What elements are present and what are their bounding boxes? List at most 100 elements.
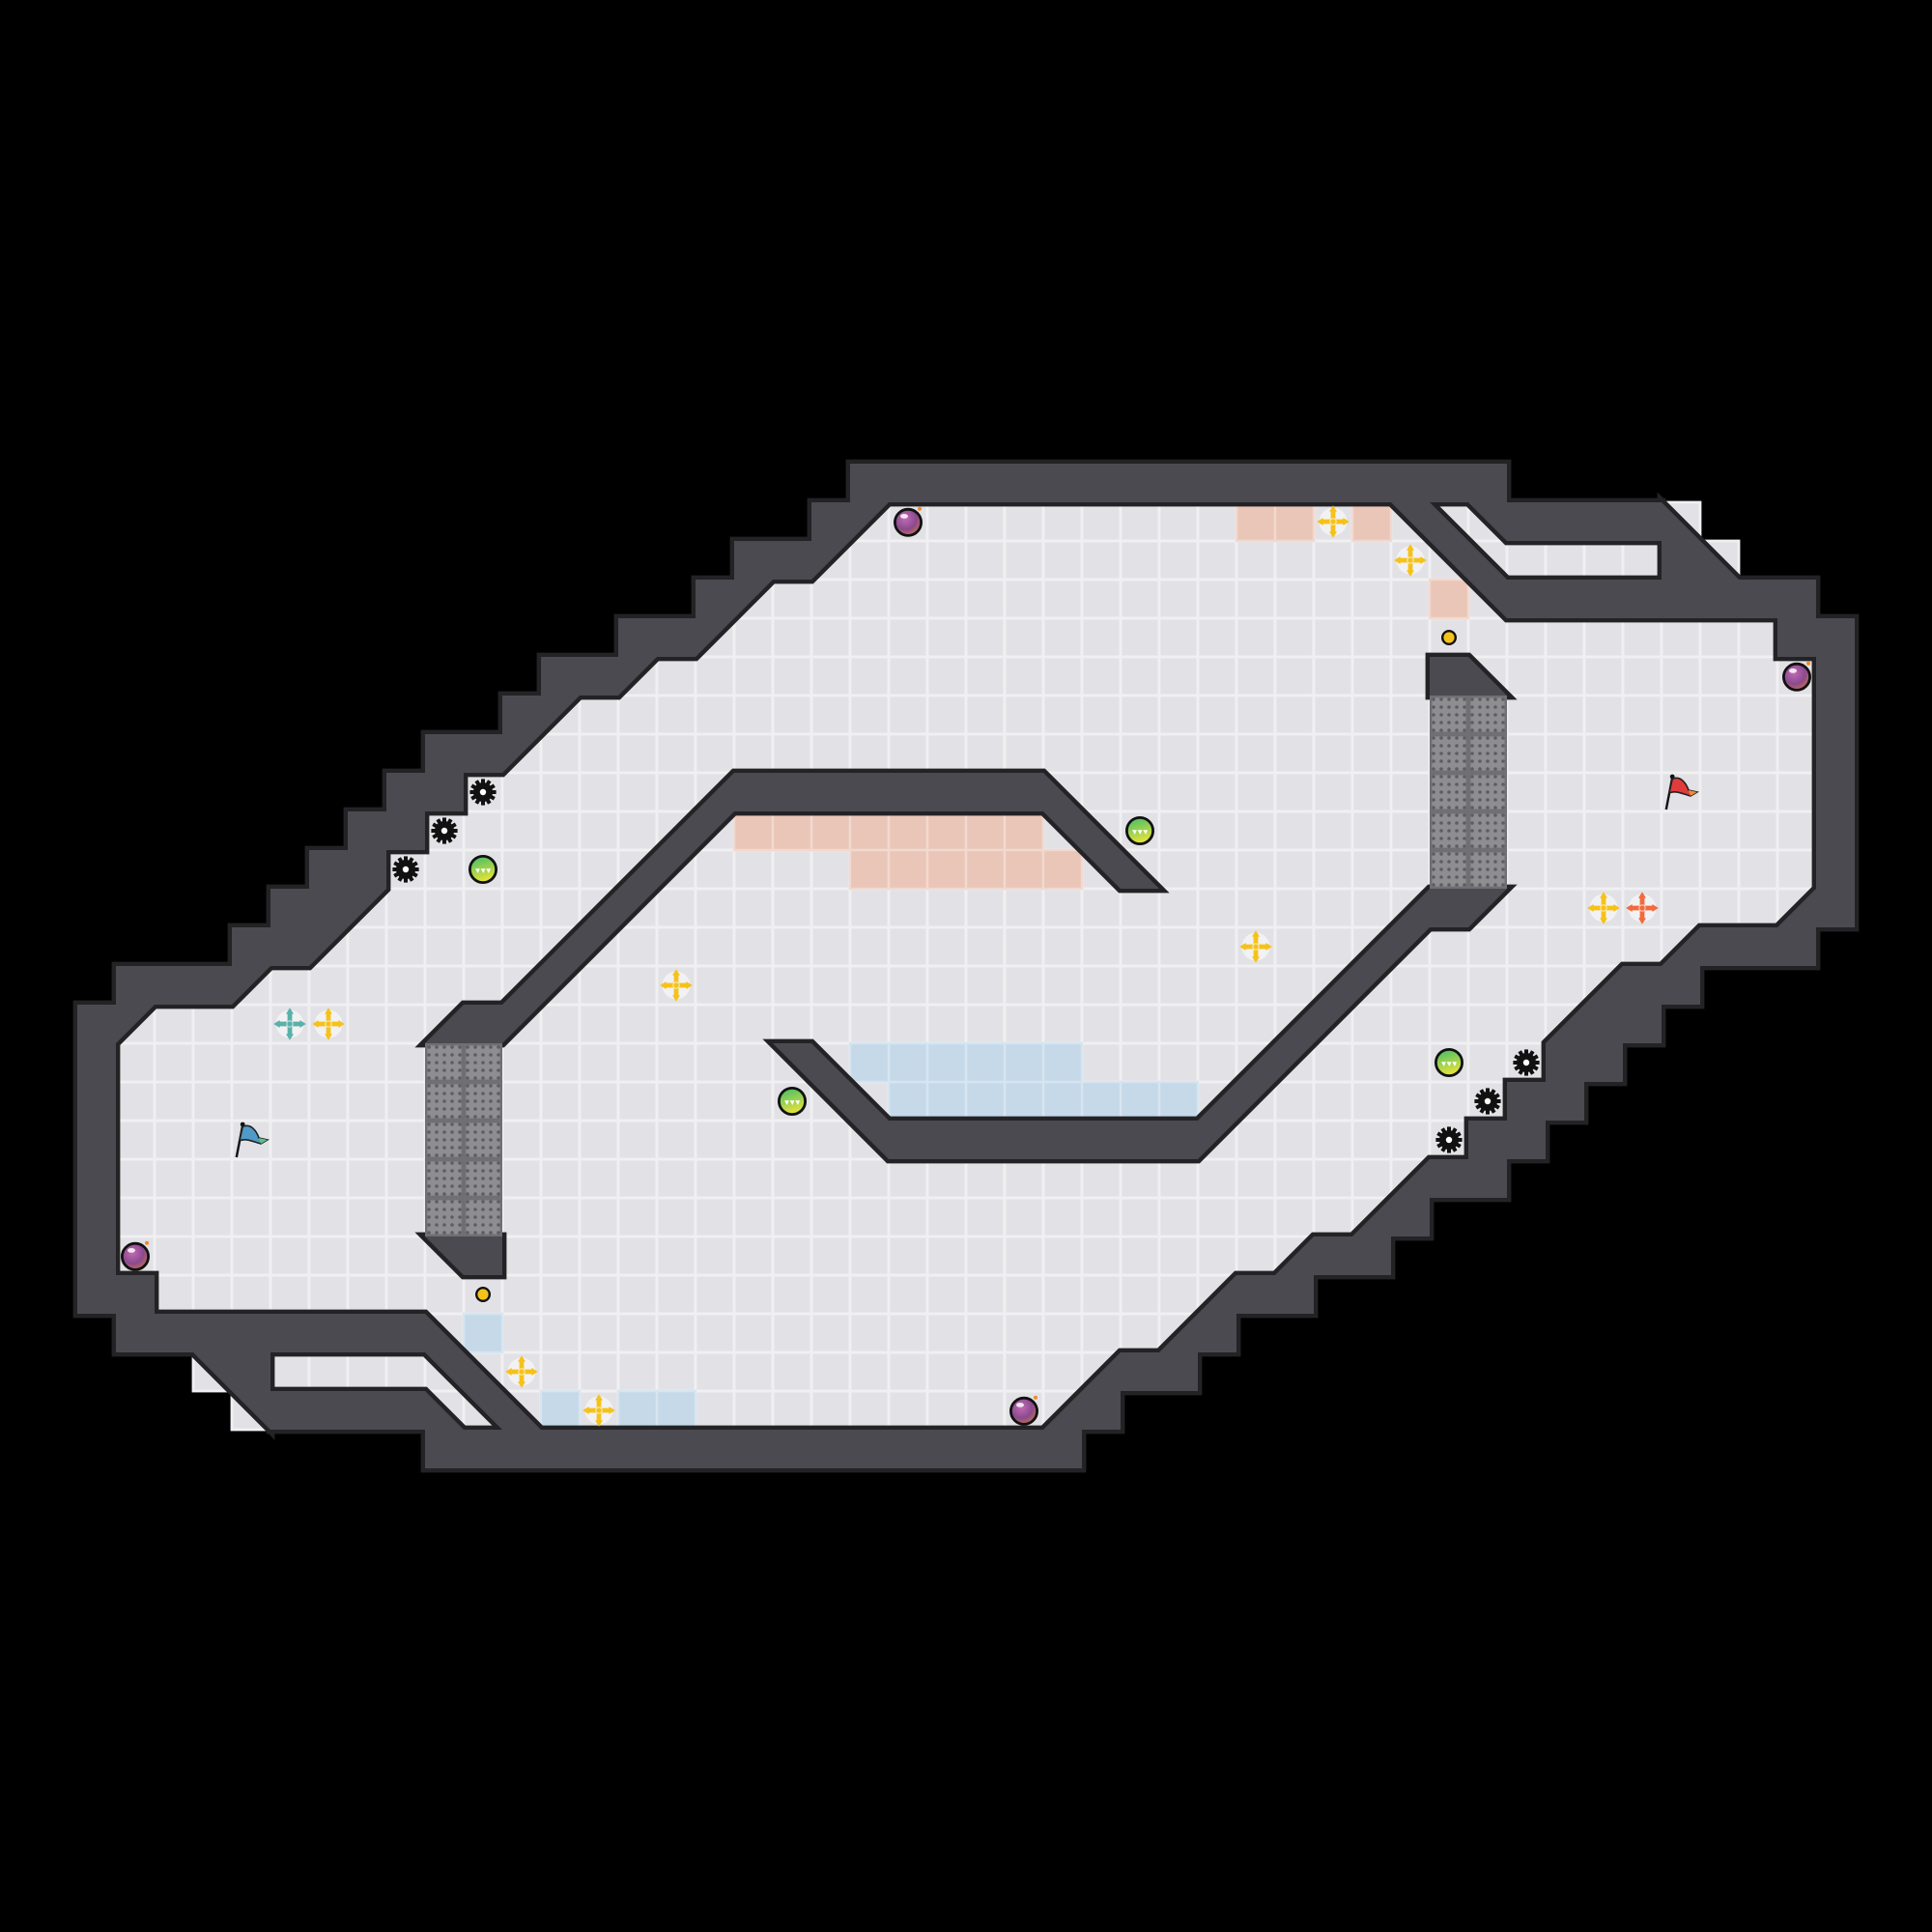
floor-tile [1273, 616, 1316, 659]
floor-tile [423, 964, 466, 1007]
floor-tile [539, 1196, 582, 1238]
floor-tile [616, 1196, 659, 1238]
cross-icon[interactable] [1317, 505, 1350, 538]
corner-wall [193, 1352, 270, 1430]
floor-tile [771, 655, 813, 697]
floor-tile [1003, 578, 1045, 620]
floor-tile [1273, 1080, 1316, 1122]
bomb-icon[interactable] [893, 506, 923, 537]
floor-tile [1466, 964, 1509, 1007]
floor-tile [1080, 1041, 1122, 1084]
floor-tile [616, 1003, 659, 1045]
flag-icon[interactable] [1664, 774, 1699, 810]
floor-tile [925, 1312, 968, 1354]
floor-tile [346, 1157, 388, 1200]
pink-tile [1350, 500, 1393, 543]
floor-tile [1389, 655, 1432, 697]
gear-icon[interactable] [431, 817, 458, 844]
gear-icon[interactable] [392, 856, 419, 883]
floor-tile [1119, 732, 1161, 775]
pink-tile [1428, 578, 1470, 620]
floor-grate [1467, 773, 1507, 812]
floor-tile [539, 1080, 582, 1122]
arrow-head [1613, 904, 1620, 912]
floor-grate [424, 1121, 464, 1160]
floor-tile [1389, 694, 1432, 736]
floor-tile [1737, 771, 1779, 813]
floor-tile [1621, 539, 1663, 582]
corner-wall [1662, 502, 1739, 580]
gear-icon[interactable] [1435, 1126, 1463, 1153]
gear-icon[interactable] [1474, 1088, 1501, 1115]
floor-tile [771, 1350, 813, 1393]
floor-tile [1196, 732, 1238, 775]
floor-tile [269, 1350, 311, 1393]
bomb-icon[interactable] [120, 1240, 151, 1271]
floor-tile [694, 1080, 736, 1122]
floor-tile [1698, 848, 1741, 891]
floor-tile [732, 1273, 775, 1316]
floor-tile [887, 1157, 929, 1200]
floor-tile [964, 694, 1007, 736]
floor-tile [1157, 771, 1200, 813]
floor-tile [1466, 1041, 1509, 1084]
bomb-icon[interactable] [1009, 1395, 1039, 1426]
floor-tile [732, 1196, 775, 1238]
floor-tile [694, 1157, 736, 1200]
cross-icon[interactable] [312, 1008, 345, 1040]
floor-tile [964, 964, 1007, 1007]
gear-icon[interactable] [1513, 1049, 1540, 1076]
floor-tile [1041, 925, 1084, 968]
coin-icon[interactable] [1440, 629, 1458, 646]
cross-icon[interactable] [660, 969, 693, 1002]
orb-icon[interactable] [1124, 815, 1155, 846]
orb-icon[interactable] [777, 1086, 808, 1117]
floor-tile [848, 1389, 891, 1432]
cross-icon[interactable] [582, 1394, 615, 1427]
bomb-icon[interactable] [1781, 661, 1812, 692]
floor-tile [578, 1041, 620, 1084]
floor-tile [1505, 539, 1548, 582]
floor-tile [153, 1003, 195, 1045]
floor-tile [1273, 848, 1316, 891]
floor-tile [887, 1273, 929, 1316]
gear-icon[interactable] [469, 779, 497, 806]
items-layer [120, 505, 1812, 1427]
floor-tile [1196, 771, 1238, 813]
floor-tile [887, 578, 929, 620]
floor-tile [925, 732, 968, 775]
floor-tile [655, 732, 697, 775]
floor-tile [384, 1080, 427, 1122]
floor-tile [1350, 771, 1393, 813]
cross-icon[interactable] [1394, 544, 1427, 577]
orb-icon[interactable] [468, 854, 498, 885]
arrow-head [325, 1034, 332, 1040]
floor-tile [1737, 655, 1779, 697]
floor-tile [1157, 539, 1200, 582]
coin-icon[interactable] [474, 1286, 492, 1303]
floor-tile [191, 1003, 234, 1045]
floor-tile [771, 1196, 813, 1238]
floor-tile [1273, 964, 1316, 1007]
blue-tile [1003, 1041, 1045, 1084]
floor-tile [1582, 694, 1625, 736]
floor-tile [1660, 616, 1702, 659]
orb-icon[interactable] [1434, 1047, 1464, 1078]
floor-tile [1312, 848, 1354, 891]
flag-icon[interactable] [235, 1122, 270, 1158]
floor-tile [887, 964, 929, 1007]
cross-icon[interactable] [1587, 892, 1620, 924]
cross-icon[interactable] [1239, 930, 1272, 963]
floor-tile [307, 1119, 350, 1161]
floor-tile [423, 848, 466, 891]
cross-icon[interactable] [505, 1355, 538, 1388]
floor-tile [1660, 810, 1702, 852]
cross-icon[interactable] [1626, 892, 1659, 924]
floor-tile [771, 1389, 813, 1432]
floor-tile [384, 1235, 427, 1277]
cross-icon[interactable] [273, 1008, 306, 1040]
floor-tile [810, 1389, 852, 1432]
floor-tile [1389, 1003, 1432, 1045]
grate-cap-wall [425, 1236, 502, 1275]
